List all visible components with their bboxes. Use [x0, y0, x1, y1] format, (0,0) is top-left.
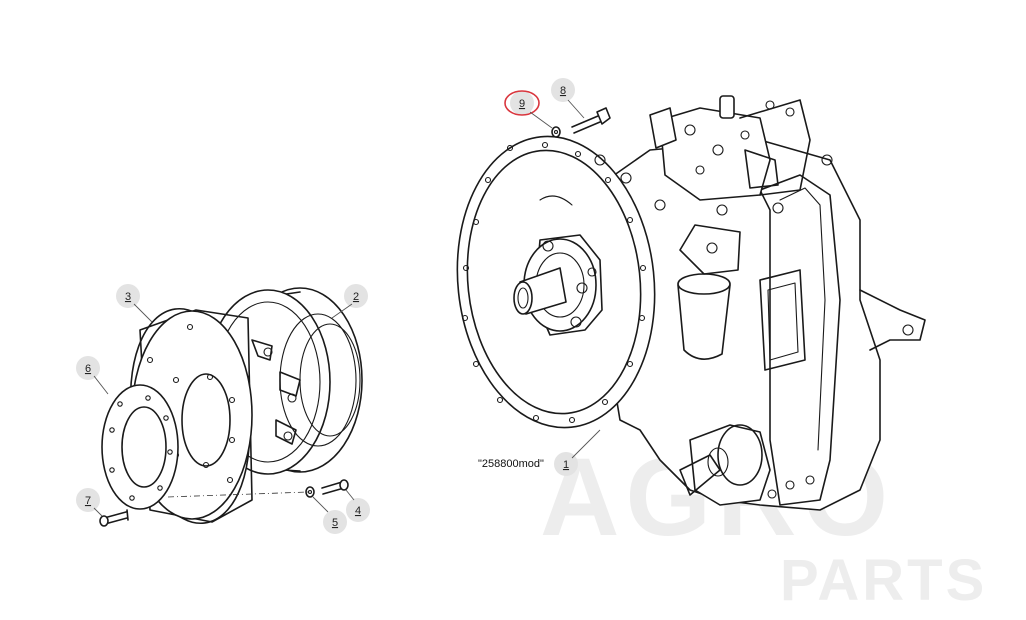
- bolt-7: [99, 509, 129, 527]
- drawing-reference-label: "258800mod": [478, 458, 544, 470]
- bolt-4: [321, 479, 349, 495]
- callout-1[interactable]: 1: [554, 429, 601, 476]
- ring-plate: [101, 384, 179, 510]
- callout-6-number: 6: [85, 363, 91, 375]
- callout-9[interactable]: 9: [504, 90, 553, 129]
- callout-8-number: 8: [560, 85, 566, 97]
- washer-5: [305, 486, 315, 498]
- callout-2[interactable]: 2: [331, 284, 368, 319]
- callout-3[interactable]: 3: [116, 284, 153, 323]
- callout-4-number: 4: [355, 505, 361, 517]
- callout-6[interactable]: 6: [76, 356, 109, 395]
- callout-8[interactable]: 8: [551, 78, 585, 119]
- flex-plate-holes: [146, 323, 236, 484]
- callout-3-number: 3: [125, 291, 131, 303]
- callout-1-number: 1: [563, 459, 569, 471]
- callout-9-number: 9: [519, 98, 525, 110]
- callout-7-number: 7: [85, 495, 91, 507]
- callout-7[interactable]: 7: [76, 488, 103, 517]
- callout-5[interactable]: 5: [312, 496, 347, 534]
- washer-9: [551, 126, 561, 138]
- callout-2-number: 2: [353, 291, 359, 303]
- transmission-assembly: [456, 95, 926, 511]
- watermark-line2: PARTS: [780, 548, 987, 613]
- callout-4[interactable]: 4: [345, 489, 370, 522]
- flange-bolt-holes: [461, 141, 647, 424]
- callout-9-highlight-ring: [504, 90, 540, 116]
- callout-5-number: 5: [332, 517, 338, 529]
- bolt-8: [571, 107, 611, 134]
